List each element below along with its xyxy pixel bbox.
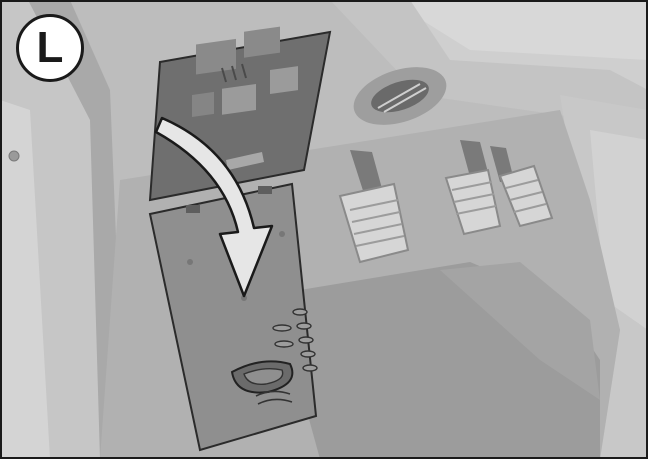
step-badge: L [16,14,84,82]
badge-letter: L [37,26,64,70]
